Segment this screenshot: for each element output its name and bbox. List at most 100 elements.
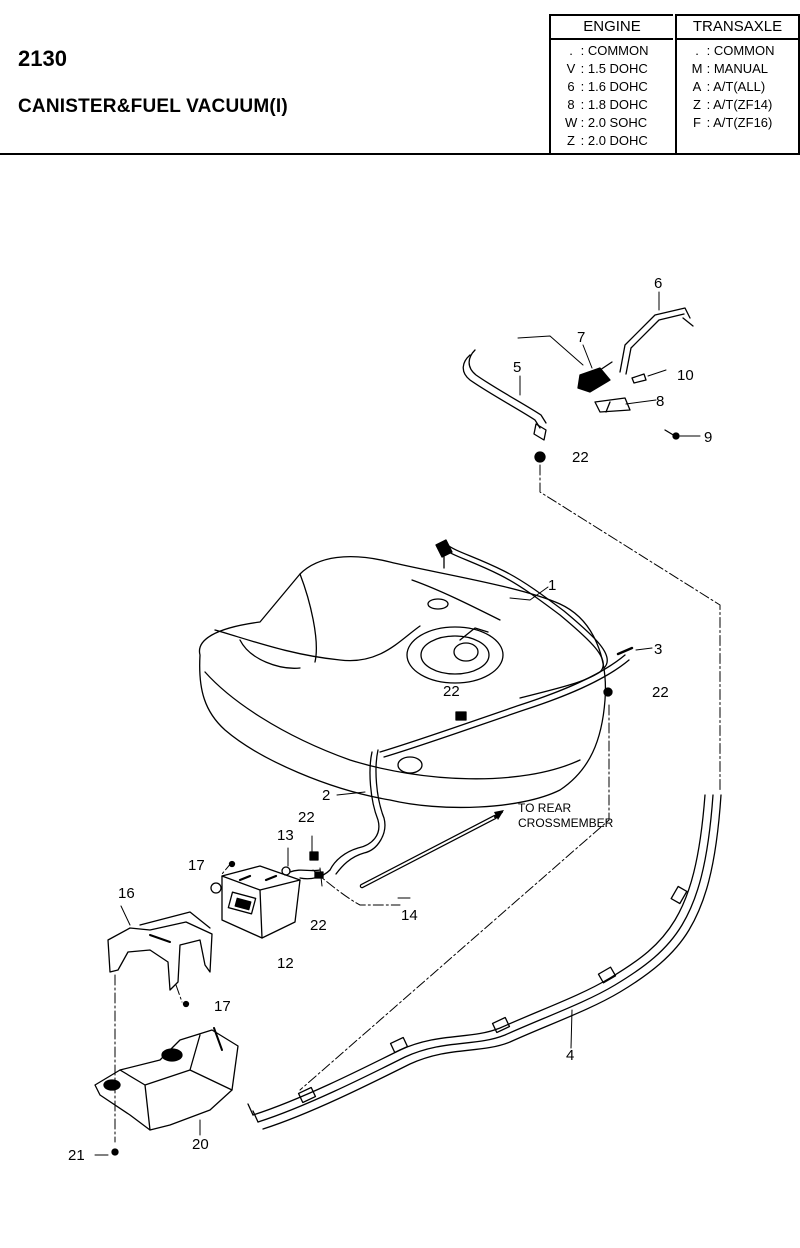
line-clip	[597, 966, 617, 984]
legend-label: : 1.8 DOHC	[580, 97, 648, 112]
note-crossmember: CROSSMEMBER	[518, 816, 614, 830]
header-divider	[0, 153, 800, 155]
callout-1: 1	[548, 577, 556, 594]
legend-code: F	[693, 115, 701, 130]
engine-legend-list: . : COMMON V : 1.5 DOHC 6 : 1.6 DOHC 8 :…	[551, 40, 673, 150]
callout-17: 17	[214, 998, 231, 1015]
note-to-rear: TO REAR	[518, 801, 571, 815]
canister-assembly	[94, 865, 321, 1131]
legend-item: V : 1.5 DOHC	[551, 60, 673, 78]
line-clip	[389, 1036, 409, 1054]
legend-label: : A/T(ZF16)	[706, 115, 773, 130]
part-16-bracket	[107, 921, 213, 991]
callout-22: 22	[572, 449, 589, 466]
legend-item: 6 : 1.6 DOHC	[551, 78, 673, 96]
legend-label: : A/T(ALL)	[706, 79, 766, 94]
callout-12: 12	[277, 955, 294, 972]
part-5-hose	[462, 354, 541, 429]
callout-3: 3	[654, 641, 662, 658]
callout-6: 6	[654, 275, 662, 292]
fuel-pump-flange	[406, 626, 504, 684]
legend-item: F : A/T(ZF16)	[677, 114, 798, 132]
callout-22: 22	[443, 683, 460, 700]
legend-item: Z : A/T(ZF14)	[677, 96, 798, 114]
callouts: 1 2 3 4 5 6 7 8 9 10 12 13 14 16 17 17 2…	[68, 275, 712, 1164]
parts-upper-assembly	[462, 307, 694, 463]
callout-14: 14	[401, 907, 418, 924]
legend-code: 6	[567, 79, 575, 94]
callout-20: 20	[192, 1136, 209, 1153]
engine-legend-heading: ENGINE	[551, 16, 673, 40]
legend-item: A : A/T(ALL)	[677, 78, 798, 96]
callout-16: 16	[118, 885, 135, 902]
callout-22: 22	[310, 917, 327, 934]
legend-label: : COMMON	[706, 43, 775, 58]
legend-label: : COMMON	[580, 43, 649, 58]
transaxle-legend: TRANSAXLE . : COMMON M : MANUAL A : A/T(…	[675, 14, 800, 153]
fuel-tank	[198, 556, 607, 809]
legend-code: M	[691, 61, 703, 76]
legend-item: 8 : 1.8 DOHC	[551, 96, 673, 114]
legend-label: : 2.0 DOHC	[580, 133, 648, 148]
callout-21: 21	[68, 1147, 85, 1164]
legend-code: .	[569, 43, 573, 58]
part-12-canister	[221, 865, 301, 939]
legend-item: W : 2.0 SOHC	[551, 114, 673, 132]
fasteners	[111, 687, 613, 1156]
callout-17: 17	[188, 857, 205, 874]
page-number: 2130	[18, 46, 67, 71]
part-8-bracket	[594, 397, 631, 413]
legend-item: . : COMMON	[551, 42, 673, 60]
part-10-clip	[631, 373, 647, 384]
line-clip	[670, 885, 688, 905]
part-22-clamp	[455, 711, 467, 721]
transaxle-legend-heading: TRANSAXLE	[677, 16, 798, 40]
part-9-bolt	[672, 432, 680, 440]
legend-item: M : MANUAL	[677, 60, 798, 78]
header: 2130 CANISTER&FUEL VACUUM(I) ENGINE . : …	[0, 0, 800, 156]
legend-code: 8	[567, 97, 575, 112]
legend-code: Z	[693, 97, 701, 112]
legend-label: : 1.5 DOHC	[580, 61, 648, 76]
callout-7: 7	[577, 329, 585, 346]
callout-2: 2	[322, 787, 330, 804]
callout-8: 8	[656, 393, 664, 410]
legend-label: : A/T(ZF14)	[706, 97, 773, 112]
callout-5: 5	[513, 359, 521, 376]
legend-label: : 2.0 SOHC	[580, 115, 648, 130]
part-3-lines	[379, 646, 634, 758]
callout-22: 22	[652, 684, 669, 701]
callout-9: 9	[704, 429, 712, 446]
legend-item: Z : 2.0 DOHC	[551, 132, 673, 150]
legend-code: Z	[567, 133, 575, 148]
line-clip	[491, 1016, 511, 1034]
connector-lines	[114, 464, 721, 1143]
callout-4: 4	[566, 1047, 574, 1064]
legend-code: W	[565, 115, 578, 130]
legend-label: : 1.6 DOHC	[580, 79, 648, 94]
part-22-clamp	[314, 871, 324, 879]
legend-code: V	[566, 61, 576, 76]
line-clip	[297, 1086, 317, 1104]
callout-22: 22	[298, 809, 315, 826]
callout-13: 13	[277, 827, 294, 844]
part-22-clamp	[534, 451, 546, 463]
part-7-valve	[577, 367, 611, 393]
engine-legend: ENGINE . : COMMON V : 1.5 DOHC 6 : 1.6 D…	[549, 14, 673, 153]
part-14-rod	[359, 810, 504, 889]
legend-label: : MANUAL	[706, 61, 769, 76]
transaxle-legend-list: . : COMMON M : MANUAL A : A/T(ALL) Z : A…	[677, 40, 798, 132]
part-21-screw	[111, 1148, 119, 1156]
part-17-screw	[182, 1000, 190, 1008]
part-20-cover	[94, 1029, 239, 1131]
legend-code: A	[692, 79, 702, 94]
part-22-clamp	[309, 851, 319, 861]
part-6-pipe	[619, 307, 691, 373]
callout-10: 10	[677, 367, 694, 384]
legend-code: .	[695, 43, 699, 58]
part-13-clip	[281, 866, 291, 876]
legend-item: . : COMMON	[677, 42, 798, 60]
part-22-clamp	[603, 687, 613, 697]
arrow-icon	[494, 810, 504, 820]
parts-diagram: 1 2 3 4 5 6 7 8 9 10 12 13 14 16 17 17 2…	[68, 275, 722, 1164]
